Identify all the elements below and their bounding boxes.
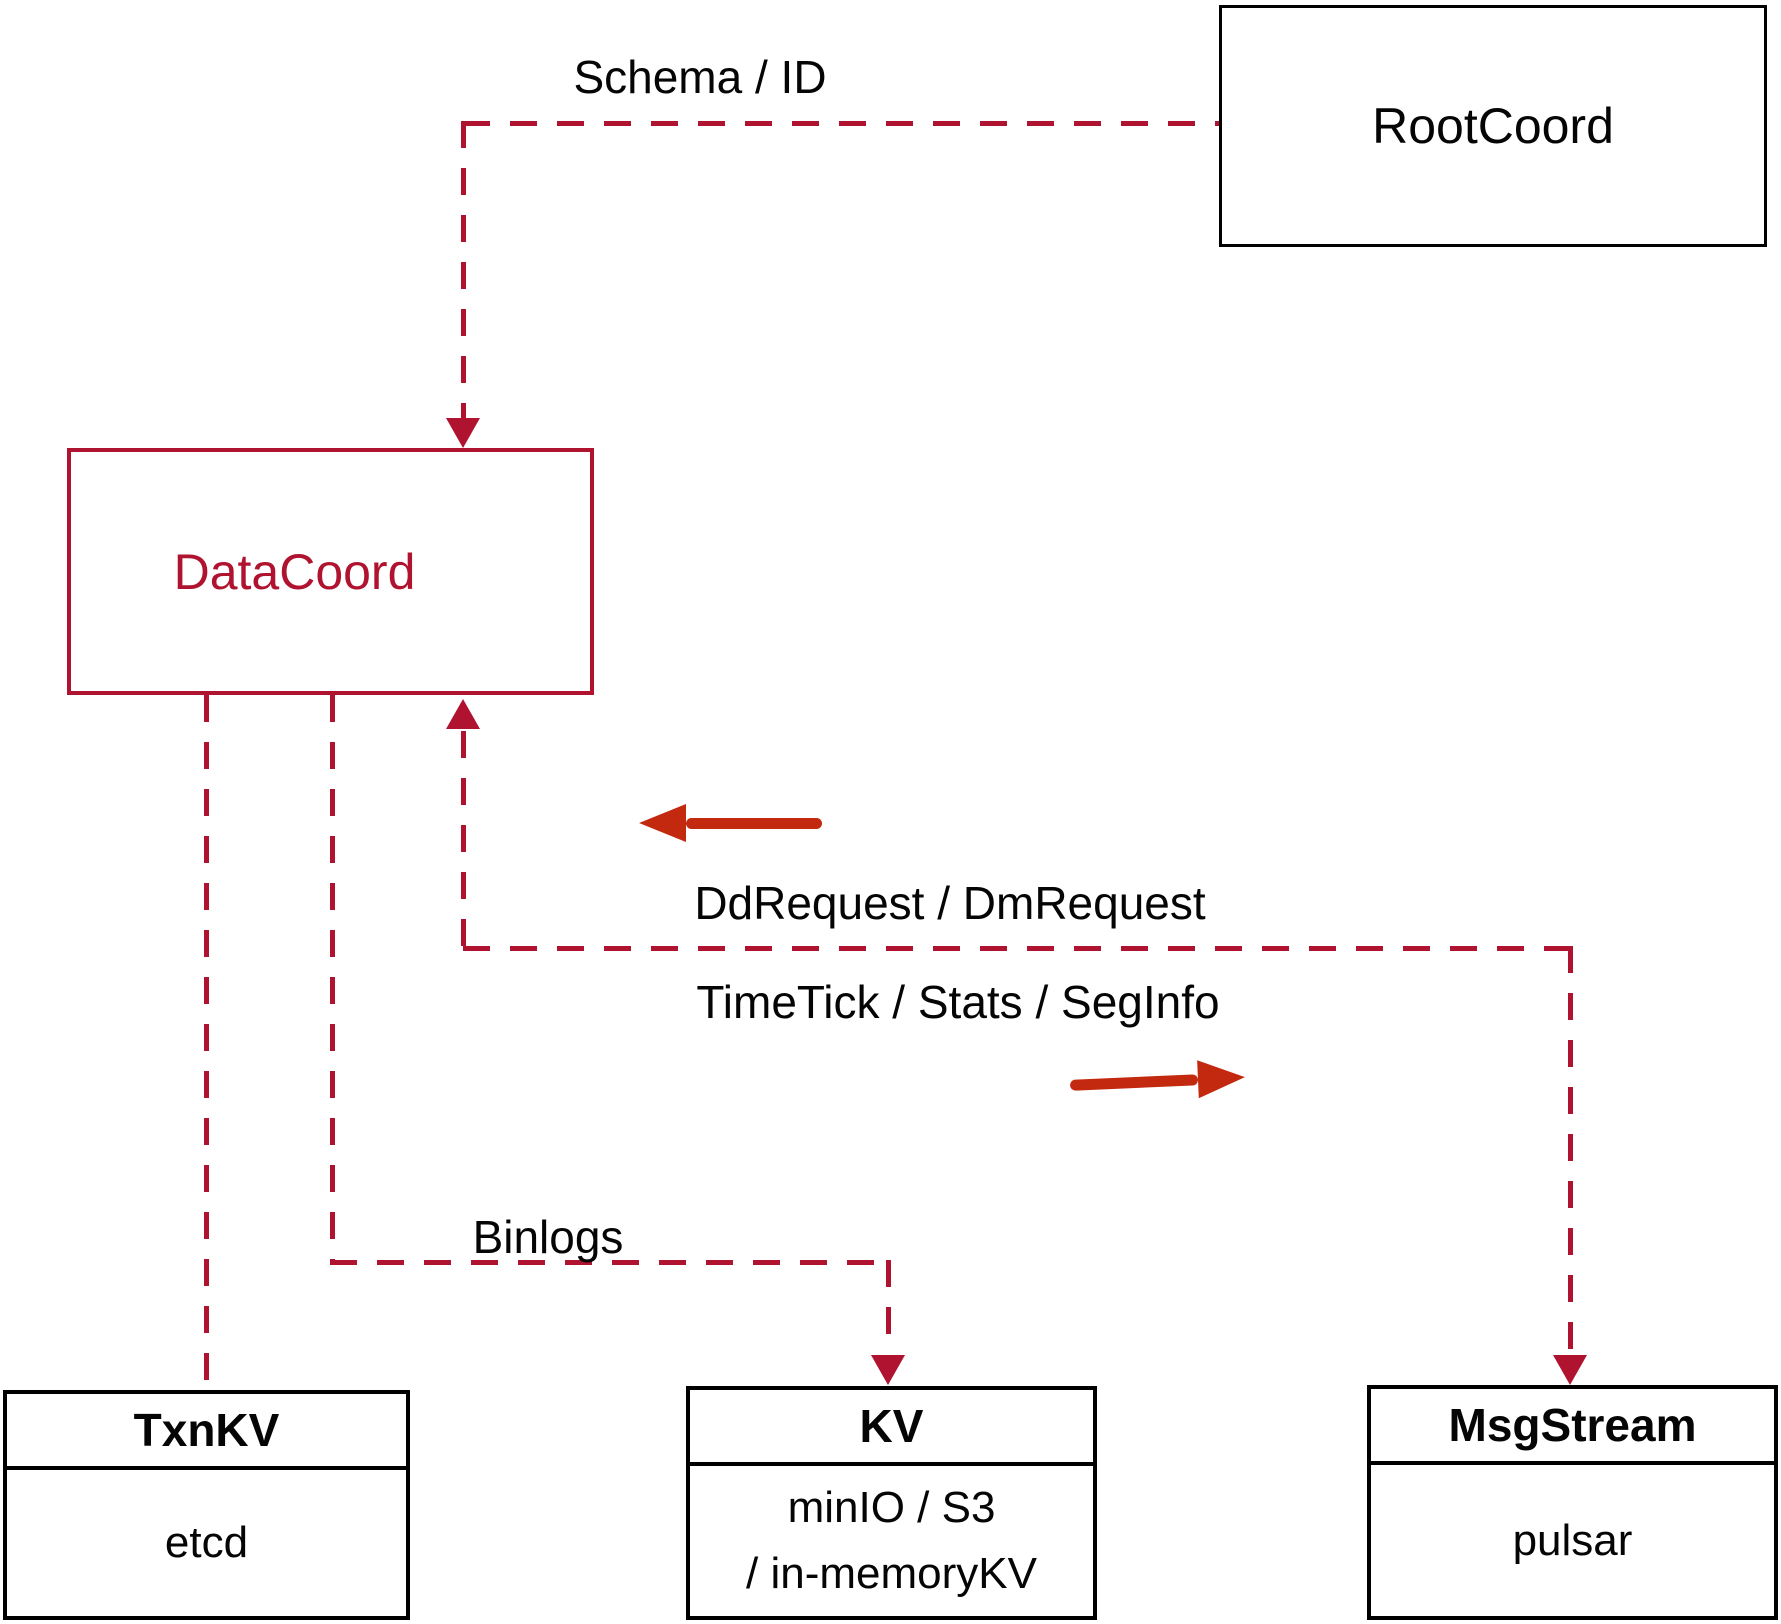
bus-edge-vertical-right	[1568, 946, 1573, 1352]
bus-edge-vertical-left	[461, 731, 466, 948]
txnkv-body: etcd	[164, 1518, 249, 1567]
timetick-stats-seginfo-label: TimeTick / Stats / SegInfo	[696, 976, 1220, 1028]
msgstream-body: pulsar	[1512, 1515, 1633, 1565]
arrowhead-down-icon	[446, 418, 480, 448]
txnkv-edge-vertical	[204, 695, 209, 1390]
arrowhead-down-icon	[1553, 1355, 1587, 1385]
kv-node: KV minIO / S3 / in-memoryKV	[686, 1386, 1097, 1620]
arrow-left-head	[639, 804, 686, 842]
left-direction-arrow-icon	[639, 804, 822, 842]
arrow-shaft	[1069, 1073, 1199, 1091]
kv-body-line-1: minIO / S3	[787, 1483, 996, 1532]
binlogs-edge-vertical-2	[886, 1260, 891, 1354]
kv-body-line-2: / in-memoryKV	[746, 1549, 1037, 1598]
msgstream-title: MsgStream	[1371, 1389, 1774, 1465]
binlogs-edge-horizontal	[330, 1260, 888, 1265]
right-direction-arrow-icon	[1069, 1058, 1246, 1104]
kv-title: KV	[690, 1390, 1093, 1466]
arrow-right-head	[1197, 1058, 1246, 1099]
schema-id-label: Schema / ID	[573, 51, 827, 103]
bus-edge-horizontal	[463, 946, 1571, 951]
rootcoord-node: RootCoord	[1219, 5, 1767, 247]
ddrequest-dmrequest-label: DdRequest / DmRequest	[694, 877, 1206, 929]
rootcoord-title: RootCoord	[1372, 98, 1614, 154]
txnkv-node: TxnKV etcd	[3, 1390, 410, 1620]
arrow-shaft	[686, 817, 822, 829]
arrowhead-up-icon	[446, 699, 480, 729]
binlogs-edge-vertical-1	[330, 695, 335, 1262]
msgstream-node: MsgStream pulsar	[1367, 1385, 1778, 1620]
schema-id-edge-horizontal	[463, 121, 1219, 126]
datacoord-title: DataCoord	[173, 543, 416, 600]
schema-id-edge-vertical	[461, 121, 466, 421]
datacoord-node: DataCoord	[67, 448, 594, 695]
txnkv-title: TxnKV	[7, 1394, 406, 1470]
arrowhead-down-icon	[871, 1355, 905, 1385]
binlogs-label: Binlogs	[472, 1211, 624, 1263]
